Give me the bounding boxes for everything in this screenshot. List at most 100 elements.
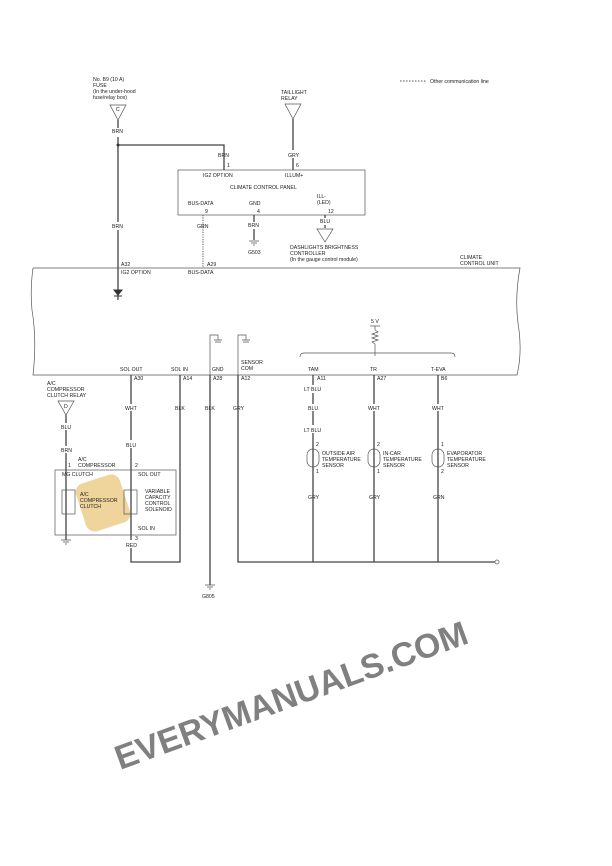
diagram-label: CLUTCH RELAY xyxy=(47,393,87,399)
harness-wires xyxy=(130,375,495,585)
diagram-label: TAM xyxy=(308,367,319,373)
connector-end-icon xyxy=(494,559,500,565)
diagram-label: IG2 OPTION xyxy=(203,173,233,179)
diagram-label: WHT xyxy=(125,406,138,412)
diagram-label: FUSE xyxy=(93,83,107,89)
diagram-label: IG2 OPTION xyxy=(121,270,151,276)
diagram-label: A30 xyxy=(134,376,143,382)
diagram-label: 4 xyxy=(257,209,260,215)
ground-icon xyxy=(249,240,259,246)
diagram-label: WHT xyxy=(368,406,381,412)
fuse: No. B9 (10 A) FUSE (In the under-hood fu… xyxy=(93,77,136,135)
diagram-label: No. B9 (10 A) xyxy=(93,77,124,83)
diagram-label: CLIMATE CONTROL PANEL xyxy=(230,185,297,191)
diagram-label: GRY xyxy=(233,406,245,412)
diagram-label: BRN xyxy=(218,153,229,159)
diagram-label: 9 xyxy=(205,209,208,215)
diagram-label: TEMPERATURE xyxy=(322,457,361,463)
diagram-label: SENSOR xyxy=(383,463,405,469)
diagram-label: C xyxy=(116,107,120,113)
diagram-label: TEMPERATURE xyxy=(447,457,486,463)
climate-control-panel: BRN 1 IG2 OPTION ILLUM+ CLIMATE CONTROL … xyxy=(177,153,366,268)
diagram-label: CAPACITY xyxy=(145,495,171,501)
diagram-label: SOL OUT xyxy=(120,367,143,373)
diagram-label: CONTROLLER xyxy=(290,251,326,257)
diagram-label: A29 xyxy=(207,262,216,268)
connector-triangle-icon xyxy=(57,400,75,416)
diagram-label: SOL IN xyxy=(138,526,155,532)
diagram-label: 3 xyxy=(135,536,138,542)
diagram-label: CLIMATE xyxy=(460,255,483,261)
diagram-label: A28 xyxy=(213,376,222,382)
diagram-label: SENSOR xyxy=(447,463,469,469)
taillight-relay: TAILLIGHT RELAY GRY 6 xyxy=(281,90,308,170)
diagram-label: TR xyxy=(370,367,377,373)
diagram-label: BUS-DATA xyxy=(188,201,214,207)
diagram-label: A11 xyxy=(317,376,326,382)
diagram-label: CONTROL UNIT xyxy=(460,261,500,267)
diagram-label: MG CLUTCH xyxy=(62,472,93,478)
diagram-label: TEMPERATURE xyxy=(383,457,422,463)
diagram-label: GRY xyxy=(369,495,381,501)
diagram-label: LT BLU xyxy=(304,387,321,393)
internal-ground-icon xyxy=(209,334,250,375)
clutch-coil-icon xyxy=(61,489,76,515)
diagram-label: COM xyxy=(241,366,253,372)
diagram-label: BRN xyxy=(112,129,123,135)
diagram-label: ILL- xyxy=(317,194,326,200)
diagram-label: ILLUM+ xyxy=(285,173,303,179)
diagram-label: SOLENOID xyxy=(145,507,172,513)
diagram-label: SOL OUT xyxy=(138,472,161,478)
diagram-label: D xyxy=(64,404,68,410)
diagram-label: A32 xyxy=(121,262,130,268)
diagram-label: WHT xyxy=(432,406,445,412)
diagram-label: BLU xyxy=(126,443,136,449)
diagram-label: (In the under-hood xyxy=(93,89,136,95)
diagram-label: COMPRESSOR xyxy=(47,387,85,393)
diagram-label: EVAPORATOR xyxy=(447,451,482,457)
diagram-label: BLU xyxy=(320,219,330,225)
diagram-label: GRY xyxy=(308,495,320,501)
diagram-label: 1 xyxy=(227,163,230,169)
diagram-label: DASHLIGHTS BRIGHTNESS xyxy=(290,245,359,251)
diagram-label: BLK xyxy=(175,406,185,412)
diagram-label: A/C xyxy=(78,457,87,463)
diagram-label: T-EVA xyxy=(431,367,446,373)
wire-labels: WHT BLK BLK GRY LT BLU BLU LT BLU WHT WH… xyxy=(125,387,445,600)
diagram-label: LT BLU xyxy=(304,428,321,434)
diagram-label: BUS-DATA xyxy=(188,270,214,276)
diagram-label: BRN xyxy=(248,223,259,229)
diode-icon xyxy=(112,289,124,297)
diagram-label: 2 xyxy=(377,442,380,448)
diagram-label: BLU xyxy=(61,425,71,431)
diagram-label: (In the gauge control module) xyxy=(290,257,358,263)
diagram-label: G503 xyxy=(248,250,261,256)
diagram-label: 2 xyxy=(135,463,138,469)
connector-triangle-icon xyxy=(316,228,334,243)
diagram-label: COMPRESSOR xyxy=(80,498,118,504)
diagram-label: GRY xyxy=(288,153,300,159)
diagram-label: 5 V xyxy=(371,319,379,325)
diagram-label: COMPRESSOR xyxy=(78,463,116,469)
diagram-label: A27 xyxy=(377,376,386,382)
diagram-label: (LED) xyxy=(317,200,331,206)
diagram-label: fuse/relay box) xyxy=(93,95,127,101)
diagram-label: 1 xyxy=(68,463,71,469)
diagram-label: GRN xyxy=(433,495,445,501)
pullup-resistor-icon xyxy=(299,325,456,358)
diagram-label: GND xyxy=(212,367,224,373)
diagram-label: BLK xyxy=(205,406,215,412)
diagram-label: CONTROL xyxy=(145,501,170,507)
diagram-label: OUTSIDE AIR xyxy=(322,451,355,457)
diagram-label: RELAY xyxy=(281,96,298,102)
diagram-label: TAILLIGHT xyxy=(281,90,308,96)
connector-triangle-icon xyxy=(284,103,302,120)
diagram-label: SENSOR xyxy=(322,463,344,469)
diagram-label: G805 xyxy=(202,594,215,600)
diagram-label: GND xyxy=(249,201,261,207)
diagram-label: IN-CAR xyxy=(383,451,401,457)
solenoid-coil-icon xyxy=(123,489,138,515)
